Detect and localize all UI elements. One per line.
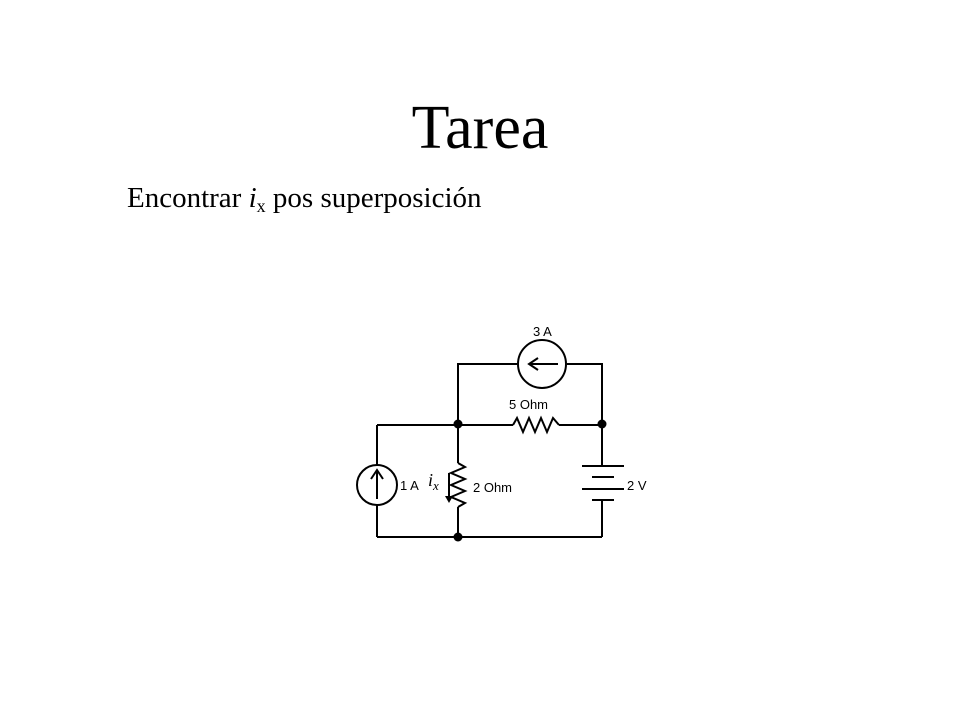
wire-top-right <box>567 363 603 423</box>
instruction-text: Encontrar ix pos superposición <box>127 180 482 216</box>
label-3a: 3 A <box>533 324 552 339</box>
current-source-1a-arrow <box>370 468 384 499</box>
label-ix-sub: x <box>432 478 439 493</box>
label-1a: 1 A <box>400 478 419 493</box>
resistor-2-ohm <box>448 462 468 508</box>
label-2v: 2 V <box>627 478 647 493</box>
slide-title: Tarea <box>411 94 549 162</box>
label-5-ohm: 5 Ohm <box>509 397 548 412</box>
label-ix-main: i <box>428 470 433 490</box>
current-source-3a-arrow <box>527 357 558 371</box>
instruction-variable-subscript: x <box>256 196 266 216</box>
node-bottom <box>453 532 463 542</box>
instruction-before: Encontrar <box>127 182 249 214</box>
node-top-left <box>453 419 463 429</box>
node-top-right <box>597 419 607 429</box>
instruction-variable: i <box>248 182 257 214</box>
wire-top-left <box>457 363 517 423</box>
current-source-1a <box>356 464 398 506</box>
resistor-5-ohm <box>512 415 560 435</box>
instruction-after: pos superposición <box>265 182 482 214</box>
label-2-ohm: 2 Ohm <box>473 480 512 495</box>
label-ix: ix <box>428 470 439 493</box>
current-ix-arrowhead <box>445 496 453 503</box>
